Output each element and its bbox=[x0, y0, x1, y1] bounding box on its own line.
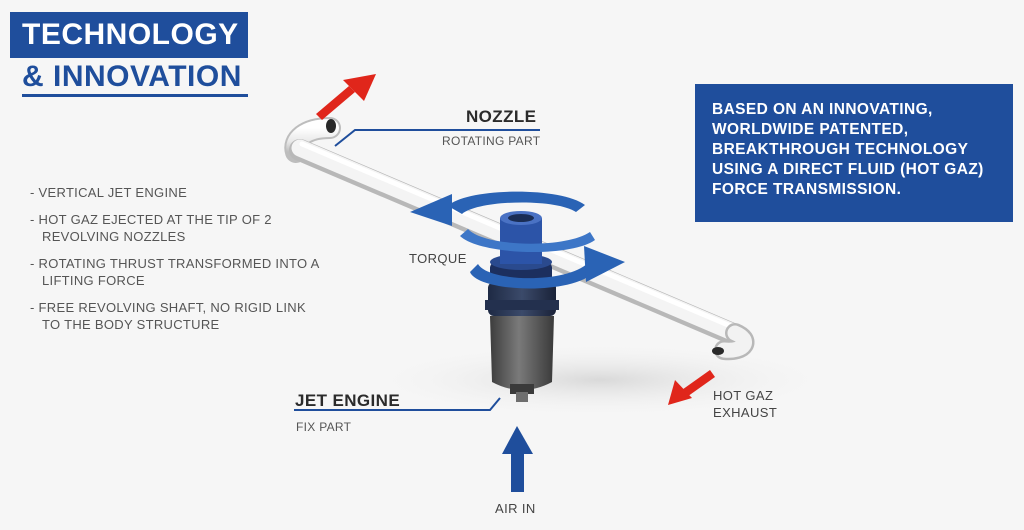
callout-lines bbox=[294, 129, 540, 411]
torque-arrows bbox=[410, 191, 625, 289]
exhaust-arrow-bottom bbox=[668, 370, 715, 405]
title-line-1: TECHNOLOGY bbox=[10, 12, 248, 58]
feature-item: HOT GAZ EJECTED AT THE TIP OF 2 REVOLVIN… bbox=[30, 211, 320, 245]
hot-gaz-exhaust-label-line2: EXHAUST bbox=[713, 405, 778, 420]
feature-item: ROTATING THRUST TRANSFORMED INTO A LIFTI… bbox=[30, 255, 320, 289]
jet-engine-body bbox=[485, 282, 559, 402]
nozzle-label: NOZZLE bbox=[466, 107, 537, 126]
feature-list: VERTICAL JET ENGINE HOT GAZ EJECTED AT T… bbox=[30, 184, 320, 343]
hot-gaz-exhaust-label-line1: HOT GAZ bbox=[713, 388, 774, 403]
exhaust-arrow-top bbox=[316, 74, 376, 120]
air-in-arrow bbox=[502, 426, 533, 492]
feature-item: VERTICAL JET ENGINE bbox=[30, 184, 320, 201]
air-in-label: AIR IN bbox=[495, 501, 536, 516]
feature-item: FREE REVOLVING SHAFT, NO RIGID LINK TO T… bbox=[30, 299, 320, 333]
nozzle-sublabel: ROTATING PART bbox=[442, 134, 541, 148]
info-box: BASED ON AN INNOVATING, WORLDWIDE PATENT… bbox=[695, 84, 1013, 222]
torque-label: TORQUE bbox=[409, 251, 467, 266]
floor-shadow bbox=[360, 342, 840, 418]
jet-engine-label: JET ENGINE bbox=[295, 391, 401, 410]
jet-engine-sublabel: FIX PART bbox=[296, 420, 352, 434]
title-underline bbox=[22, 94, 248, 97]
title-line-2: & INNOVATION bbox=[22, 60, 242, 93]
